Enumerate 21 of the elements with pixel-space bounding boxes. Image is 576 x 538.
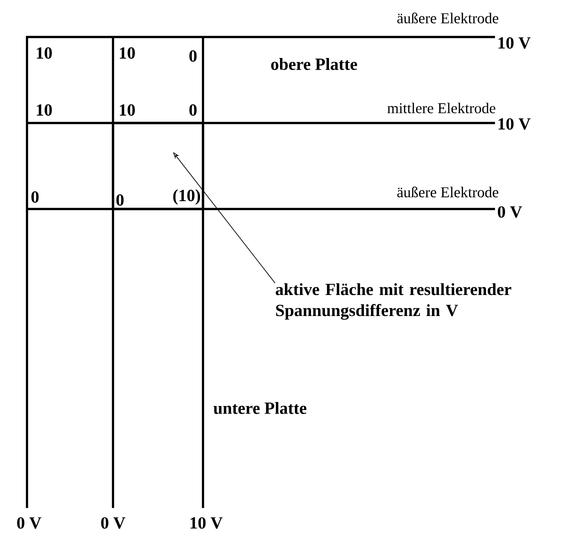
- voltage-label: 10 V: [190, 517, 223, 529]
- potential-value: 0: [189, 50, 197, 62]
- potential-value: (10): [173, 189, 200, 205]
- annotation-text: aktive Fläche mit resultierender Spannungsdifferenz in V: [276, 283, 512, 320]
- active-area: [112, 122, 204, 210]
- leader-line: [173, 152, 276, 284]
- plate-label: untere Platte: [213, 402, 306, 414]
- electrode-label: mittlere Elektrode: [387, 102, 496, 114]
- potential-value: 10: [120, 47, 135, 59]
- potential-value: 10: [36, 104, 52, 116]
- potential-value: 0: [116, 194, 124, 206]
- voltage-label: 0 V: [101, 517, 126, 529]
- electrode-label: äußere Elektrode: [397, 186, 498, 198]
- potential-value: 0: [31, 191, 39, 203]
- electrode-label: äußere Elektrode: [397, 12, 498, 24]
- voltage-label: 10 V: [498, 118, 531, 130]
- voltage-label: 10 V: [498, 37, 531, 49]
- voltage-label: 0 V: [17, 517, 42, 529]
- plate-label: obere Platte: [271, 58, 358, 70]
- voltage-label: 0 V: [498, 206, 522, 218]
- potential-value: 10: [36, 47, 52, 59]
